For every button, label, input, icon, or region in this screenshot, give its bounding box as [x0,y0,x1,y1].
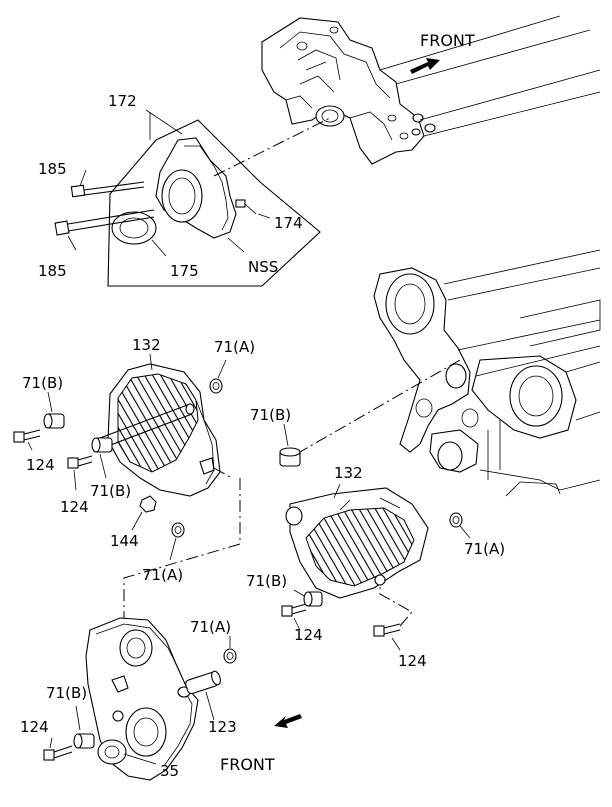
front-arrow-bottom: FRONT [220,714,302,774]
label-35: 35 [160,762,179,780]
label-132-lower: 132 [334,464,363,482]
oil-seal-retainer-group [54,109,331,287]
bolt-185-upper [70,181,145,198]
label-185-lower: 185 [38,262,67,280]
label-71b-5: 71(B) [46,684,87,702]
bolt-124-3 [281,603,307,631]
timing-cover-lower-right [285,483,429,599]
washer-71a-2 [169,522,185,561]
label-123: 123 [208,718,237,736]
pin-123 [185,670,221,721]
screw-174 [235,199,257,215]
timing-cover-upper-left [99,353,233,497]
label-124-4: 124 [398,652,427,670]
collar-71b-5 [73,705,95,749]
bolt-124-2 [67,455,93,491]
label-124-5: 124 [20,718,49,736]
engine-rear-housing [261,15,601,165]
label-71b-1: 71(B) [22,374,63,392]
label-71a-3: 71(A) [464,540,505,558]
label-71a-4: 71(A) [190,618,231,636]
label-124-2: 124 [60,498,89,516]
label-71b-2: 71(B) [90,482,131,500]
label-124-3: 124 [294,626,323,644]
label-132-upper: 132 [132,336,161,354]
label-144: 144 [110,532,139,550]
bolt-124-1 [13,429,41,451]
label-nss: NSS [248,258,278,276]
collar-71b-4 [293,589,323,607]
washer-71a-4 [223,636,237,664]
crankshaft-block [285,249,601,497]
collar-71b-2 [91,437,113,479]
label-185-upper: 185 [38,160,67,178]
label-175: 175 [170,262,199,280]
label-172: 172 [108,92,137,110]
washer-71a-1 [209,359,227,394]
part-labels: 172 185 185 174 175 NSS 132 71(A) 71(B) … [20,92,505,780]
collar-71b-1 [43,391,65,429]
collar-71b-3 [279,423,301,467]
label-71a-1: 71(A) [214,338,255,356]
label-71a-2: 71(A) [142,566,183,584]
label-174: 174 [274,214,303,232]
label-71b-3: 71(B) [250,406,291,424]
bolt-124-5 [43,737,73,761]
bolt-185-lower [54,209,155,236]
front-arrow-top: FRONT [410,31,475,74]
seal-35 [97,739,157,765]
timing-cover-lower-left [85,617,199,781]
bolt-124-4 [373,584,413,651]
front-label-top: FRONT [420,31,475,50]
label-71b-4: 71(B) [246,572,287,590]
label-124-1: 124 [26,456,55,474]
nut-144 [131,495,157,531]
washer-71a-3 [449,512,471,539]
front-label-bottom: FRONT [220,755,275,774]
